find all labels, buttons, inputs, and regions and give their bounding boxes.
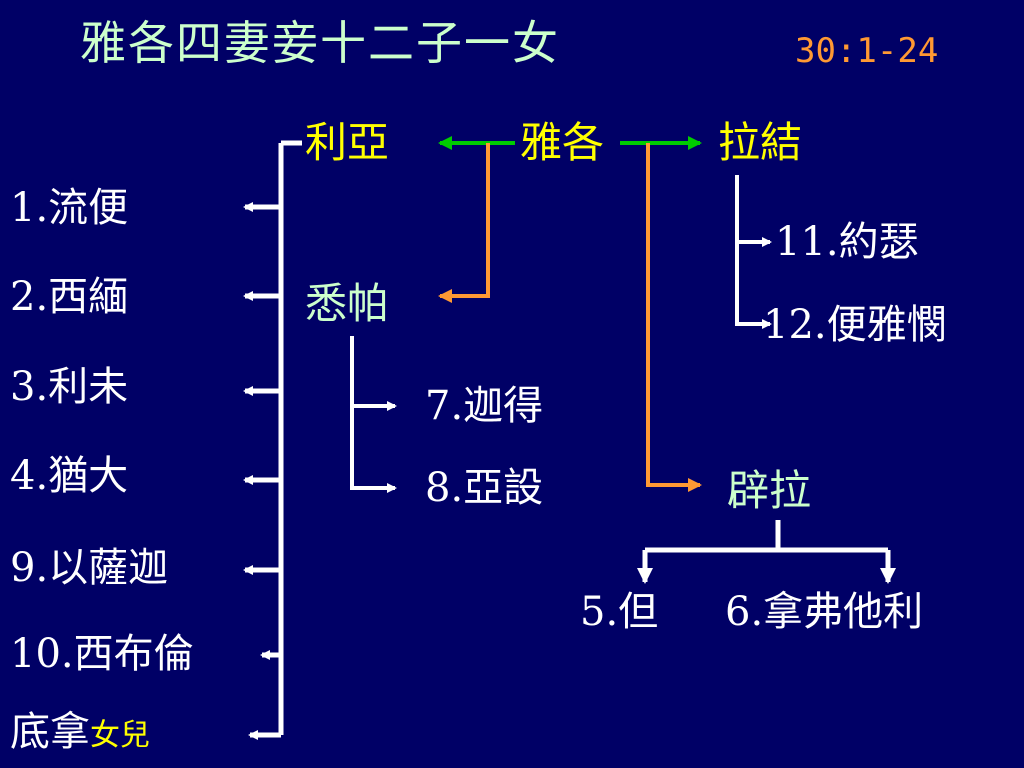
child-zebulun: 10.西布倫 <box>10 631 194 677</box>
child-benjamin: 12.便雅憫 <box>763 302 947 348</box>
parent-leah: 利亞 <box>305 118 390 167</box>
child-simeon: 2.西緬 <box>10 274 129 320</box>
child-issachar: 9.以薩迦 <box>10 545 169 591</box>
child-dan: 5.但 <box>580 589 659 635</box>
child-joseph: 11.約瑟 <box>775 219 919 265</box>
concubine-lines <box>438 143 702 492</box>
daughter-note: 女兒 <box>90 718 150 753</box>
bilhah-children-bracket <box>637 520 896 584</box>
parent-bilhah: 辟拉 <box>727 466 812 515</box>
daughter-dinah: 底拿女兒 <box>10 709 150 755</box>
child-reuben: 1.流便 <box>10 185 129 231</box>
zilpah-children-bracket <box>350 336 397 493</box>
leah-children-bracket <box>243 140 302 740</box>
child-gad: 7.迦得 <box>425 383 544 429</box>
child-judah: 4.猶大 <box>10 453 129 499</box>
parent-jacob: 雅各 <box>520 118 605 167</box>
scripture-reference: 30:1-24 <box>795 31 939 71</box>
rachel-children-bracket <box>735 175 772 329</box>
child-asher: 8.亞設 <box>425 465 544 511</box>
child-naphtali: 6.拿弗他利 <box>725 589 924 635</box>
page-title: 雅各四妻妾十二子一女 <box>80 16 560 70</box>
parent-rachel: 拉結 <box>718 118 803 167</box>
parent-zilpah: 悉帕 <box>305 279 390 328</box>
child-levi: 3.利未 <box>10 364 129 410</box>
